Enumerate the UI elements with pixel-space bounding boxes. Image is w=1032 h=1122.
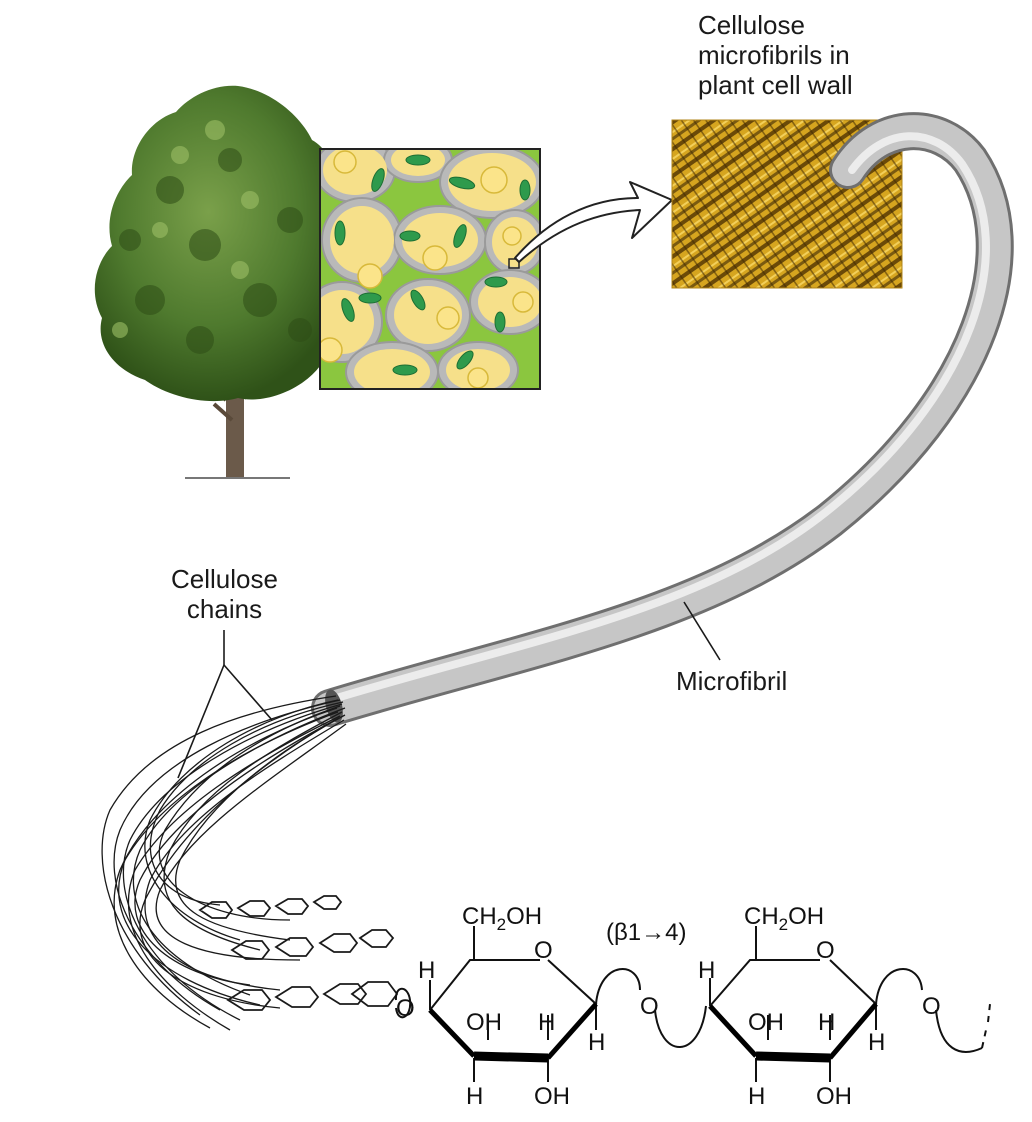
- ring1-oh-bottom: OH: [534, 1083, 570, 1110]
- ring1-oh-top: OH: [466, 1009, 502, 1036]
- cellulose-chains-label-line2: chains: [186, 594, 263, 624]
- micrograph-caption-line2: microfibrils in: [698, 40, 850, 70]
- cellulose-chemical-structure: CH2OH O O H OH H H H OH (β1→4) O CH2OH O…: [394, 903, 991, 1110]
- ring2-oh-bottom: OH: [816, 1083, 852, 1110]
- ring2-oxygen: O: [816, 937, 835, 964]
- cellulose-chains-label: Cellulose chains: [162, 564, 287, 624]
- ring2-h-mid: H: [818, 1009, 835, 1036]
- glycosidic-oxygen: O: [640, 993, 659, 1020]
- ring1-h-mid: H: [538, 1009, 555, 1036]
- cellulose-chain-strands: [101, 695, 347, 1031]
- chain-ring-schematics: [198, 895, 399, 1011]
- ring1-h-bottom: H: [466, 1083, 483, 1110]
- micrograph-caption: Cellulose microfibrils in plant cell wal…: [698, 10, 853, 100]
- ring1-h-right: H: [588, 1029, 605, 1056]
- cellulose-chains-label-line1: Cellulose: [171, 564, 278, 594]
- ring2-h-bottom: H: [748, 1083, 765, 1110]
- tree-canopy: [94, 85, 348, 402]
- microfibril-label: Microfibril: [676, 666, 788, 696]
- ring1-h-left: H: [418, 957, 435, 984]
- tree-illustration: [94, 85, 348, 479]
- ring2-oh-top: OH: [748, 1009, 784, 1036]
- beta-linkage-label: (β1→4): [606, 919, 686, 946]
- left-bridge-oxygen: O: [396, 995, 415, 1022]
- zoom-arrow: [514, 181, 673, 263]
- left-oxygen-ring: [394, 987, 412, 1019]
- ring2-ch2oh: CH2OH: [744, 903, 824, 934]
- leader-lines: [177, 601, 721, 779]
- ring2-h-left: H: [698, 957, 715, 984]
- cell-section-inset: [319, 148, 541, 390]
- ring1-ch2oh: CH2OH: [462, 903, 542, 934]
- terminal-oxygen: O: [922, 993, 941, 1020]
- micrograph-caption-line1: Cellulose: [698, 10, 805, 40]
- ring2-h-right: H: [868, 1029, 885, 1056]
- micrograph-caption-line3: plant cell wall: [698, 70, 853, 100]
- ring1-oxygen: O: [534, 937, 553, 964]
